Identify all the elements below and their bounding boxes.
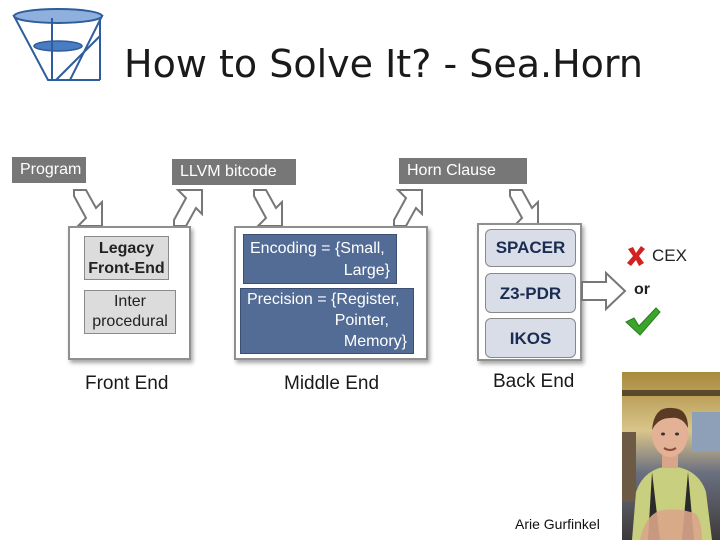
legacy-line1: Legacy <box>98 240 155 257</box>
encoding-line2: Large} <box>343 262 390 279</box>
seahorn-logo-icon <box>12 8 104 81</box>
arrow-up-icon <box>173 189 203 227</box>
front-end-legacy: Legacy Front-End <box>84 236 169 280</box>
precision-option: Precision = {Register, Pointer, Memory} <box>240 288 414 354</box>
checkmark-icon <box>625 307 661 336</box>
back-end-caption: Back End <box>493 371 575 392</box>
inter-line1: Inter <box>113 293 146 310</box>
arrow-down-icon <box>73 189 103 227</box>
engine-ikos: IKOS <box>485 318 576 358</box>
encoding-option: Encoding = {Small, Large} <box>243 234 397 284</box>
arrow-down-icon <box>253 189 283 227</box>
precision-line3: Memory} <box>343 333 407 350</box>
tag-llvm-bitcode: LLVM bitcode <box>172 159 296 185</box>
cross-icon <box>627 246 645 266</box>
front-end-caption: Front End <box>85 373 169 394</box>
engine-spacer: SPACER <box>485 229 576 267</box>
precision-line1: Precision = {Register, <box>247 291 400 308</box>
arrow-right-icon <box>581 270 627 312</box>
tag-program: Program <box>12 157 86 183</box>
engine-z3-pdr: Z3-PDR <box>485 273 576 313</box>
result-or: or <box>634 281 650 298</box>
author-name: Arie Gurfinkel <box>515 516 600 532</box>
page-title: How to Solve It? - Sea.Horn <box>124 42 643 86</box>
tag-horn-clause: Horn Clause <box>399 158 527 184</box>
legacy-line2: Front-End <box>88 260 165 277</box>
encoding-line1: Encoding = {Small, <box>250 240 385 257</box>
person-photo <box>622 372 720 540</box>
middle-end-caption: Middle End <box>284 373 380 394</box>
precision-line2: Pointer, <box>334 312 389 329</box>
front-end-inter: Inter procedural <box>84 290 176 334</box>
inter-line2: procedural <box>92 313 168 330</box>
arrow-up-icon <box>393 189 423 227</box>
result-cex: CEX <box>652 246 687 265</box>
